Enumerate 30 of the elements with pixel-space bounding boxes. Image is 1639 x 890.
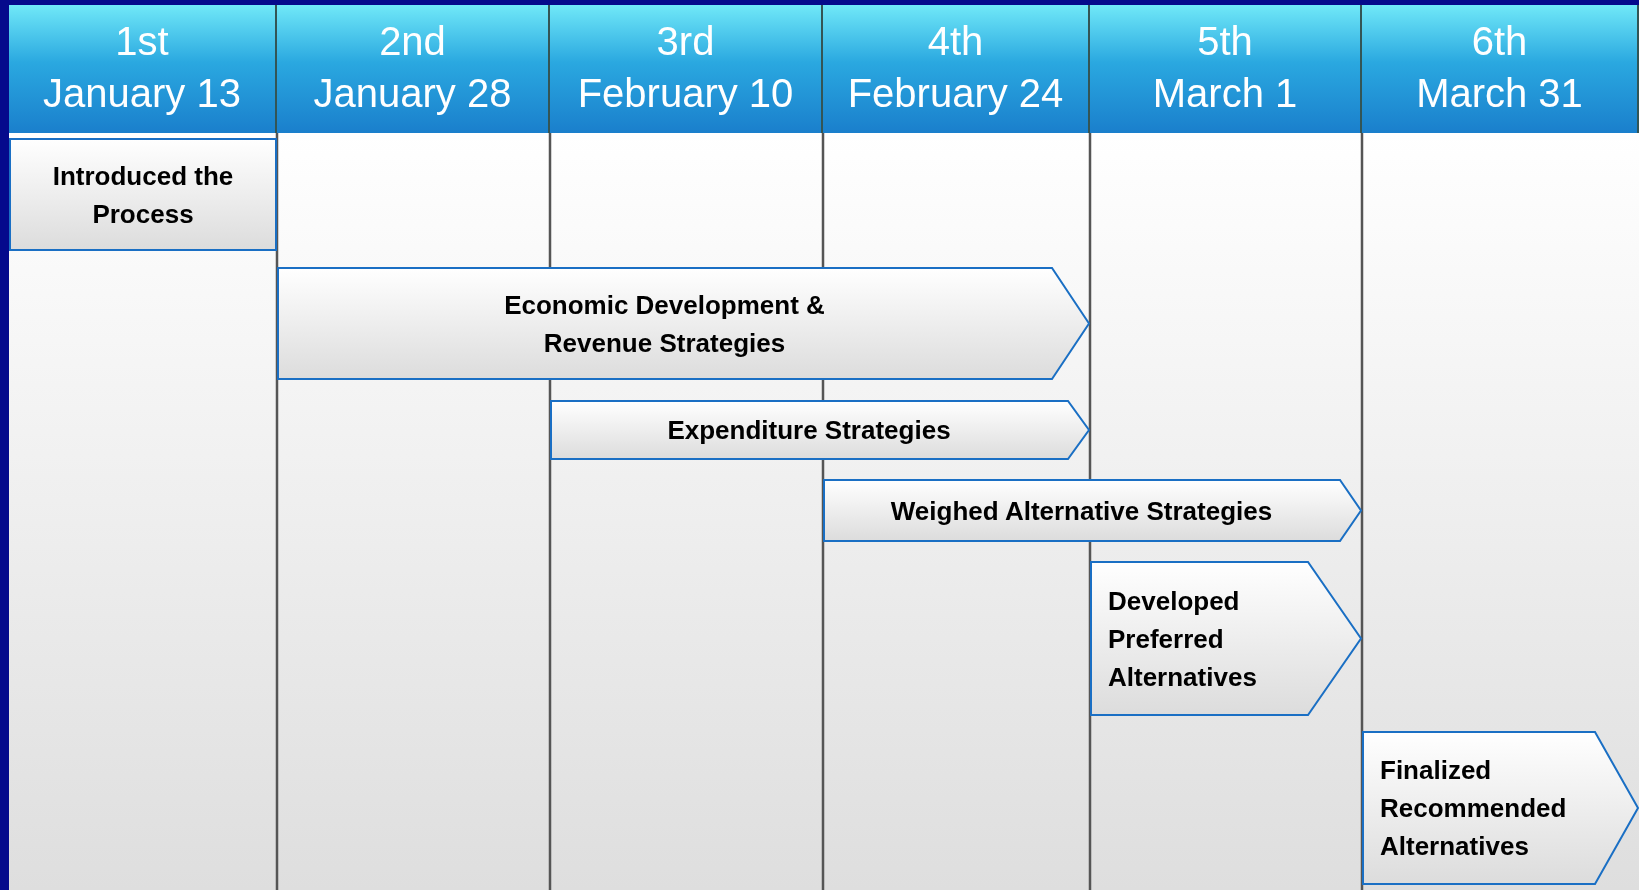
header-text: February 24	[846, 70, 1065, 117]
header-text: 3rd	[655, 18, 716, 65]
header-text: 4th	[926, 18, 985, 65]
phase-banner	[550, 400, 1090, 460]
column-header	[1362, 5, 1639, 133]
column-header	[550, 5, 823, 133]
phase-banner	[277, 267, 1090, 380]
phase-label: Finalized Recommended Alternatives	[1380, 754, 1568, 863]
header-text: January 13	[42, 70, 242, 117]
phase-banner	[823, 479, 1362, 542]
header-text: 6th	[1470, 18, 1529, 65]
header-text: March 31	[1415, 70, 1584, 117]
phase-label: Economic Development & Revenue Strategies	[503, 288, 826, 360]
phase-banner	[1362, 731, 1639, 885]
column-header	[9, 5, 277, 133]
header-text: 1st	[114, 18, 170, 65]
header-text: March 1	[1151, 70, 1299, 117]
header-text: January 28	[312, 70, 513, 117]
column-header	[277, 5, 550, 133]
phase-label: Developed Preferred Alternatives	[1108, 584, 1258, 694]
header-text: February 10	[576, 70, 795, 117]
column-header	[1090, 5, 1362, 133]
column-header	[823, 5, 1090, 133]
header-text: 5th	[1196, 18, 1254, 65]
header-text: 2nd	[378, 18, 447, 65]
phase-label: Introduced the Process	[51, 159, 235, 231]
phase-label: Expenditure Strategies	[667, 414, 951, 447]
phase-box	[9, 138, 277, 251]
phase-label: Weighed Alternative Strategies	[890, 494, 1273, 528]
phase-banner	[1090, 561, 1362, 716]
